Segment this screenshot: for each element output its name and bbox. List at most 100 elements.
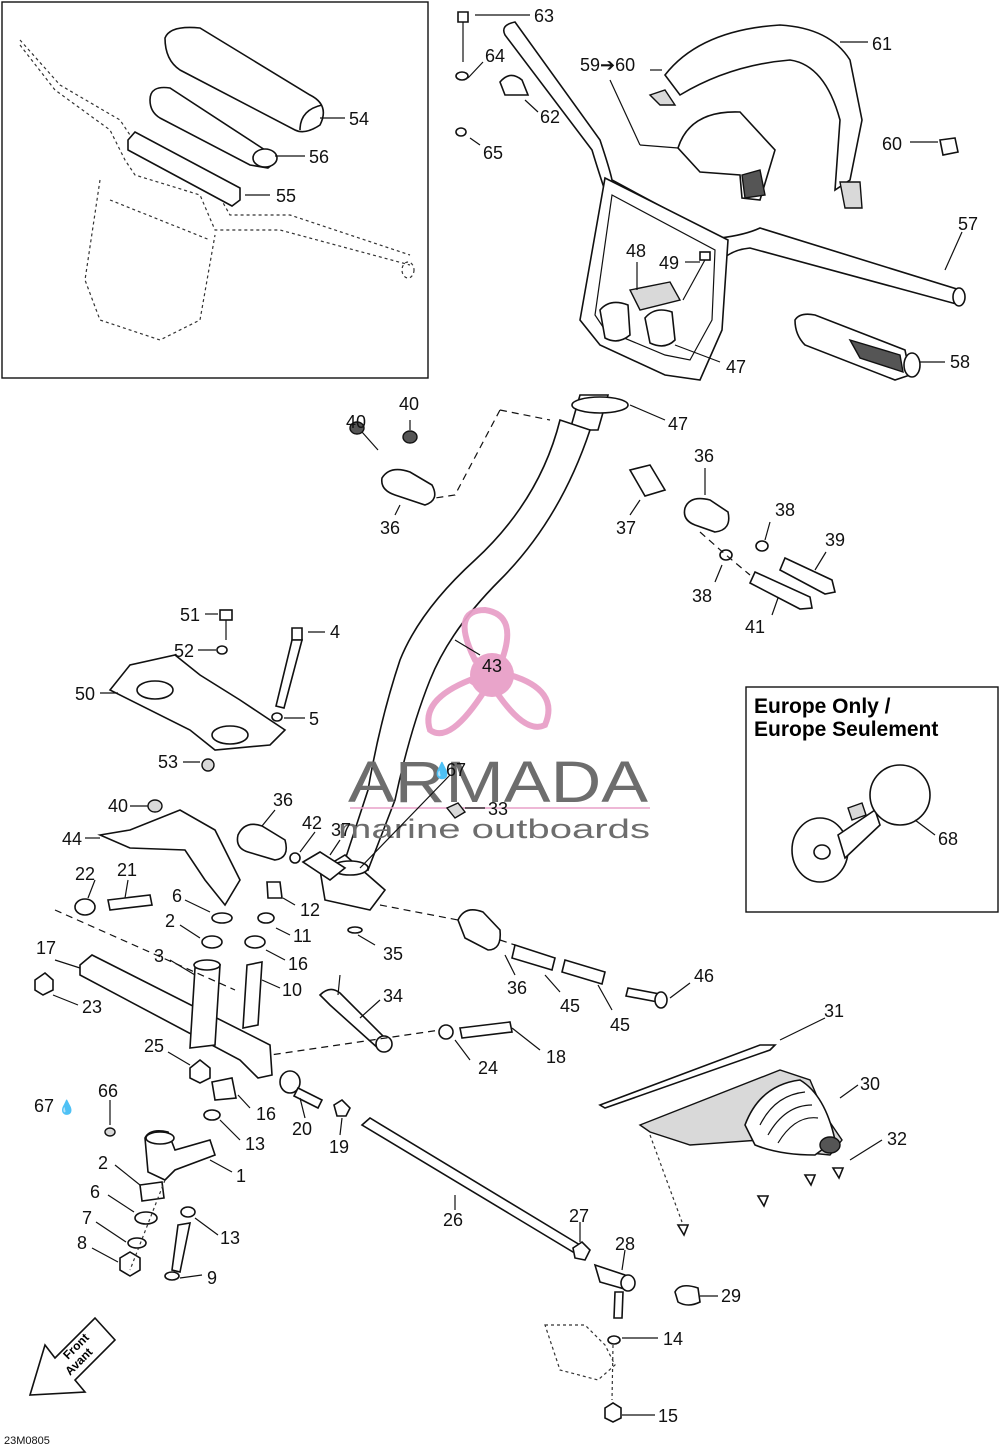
callout-60: 60	[882, 134, 902, 154]
callout-2-a: 2	[165, 911, 175, 931]
armada-watermark: ARMADA marine outboards 43	[338, 606, 650, 844]
europe-only-inset: Europe Only / Europe Seulement 68	[745, 686, 999, 913]
callout-8: 8	[77, 1233, 87, 1253]
callout-67-a: 67	[446, 760, 466, 780]
callout-25: 25	[144, 1036, 164, 1056]
callout-41: 41	[745, 617, 765, 637]
callout-53: 53	[158, 752, 178, 772]
callout-37-a: 37	[616, 518, 636, 538]
callout-37-b: 37	[331, 820, 351, 840]
handlebar-assembly: 63 64 62 65 59➔60 61 60 57 58 48 49 47 4…	[319, 6, 978, 911]
callout-58: 58	[950, 352, 970, 372]
horn-part-68: 68	[791, 764, 958, 883]
callout-26: 26	[443, 1210, 463, 1230]
callout-48: 48	[626, 241, 646, 261]
callout-56: 56	[309, 147, 329, 167]
oil-drop-icon: 💧	[432, 761, 452, 780]
callout-68: 68	[938, 829, 958, 849]
steering-arm-group: 22 21 6 2 3 12 11 16 10 17 23 25 16 13 💧…	[34, 860, 320, 1288]
callout-44: 44	[62, 829, 82, 849]
callout-40-a: 40	[346, 412, 366, 432]
callout-49: 49	[659, 253, 679, 273]
boot-group: 31 30 32	[598, 1001, 907, 1237]
callout-20: 20	[292, 1119, 312, 1139]
callout-29: 29	[721, 1286, 741, 1306]
pad-option-inset: 54 56 55	[1, 1, 429, 379]
callout-30: 30	[860, 1074, 880, 1094]
callout-64: 64	[485, 46, 505, 66]
callout-54: 54	[349, 109, 369, 129]
callout-42: 42	[302, 813, 322, 833]
callout-52: 52	[174, 641, 194, 661]
callout-2-b: 2	[98, 1153, 108, 1173]
callout-12: 12	[300, 900, 320, 920]
callout-50: 50	[75, 684, 95, 704]
callout-36-c: 36	[273, 790, 293, 810]
callout-66: 66	[98, 1081, 118, 1101]
callout-40-c: 40	[108, 796, 128, 816]
callout-45-b: 45	[610, 1015, 630, 1035]
watermark-brand: ARMADA	[348, 750, 648, 815]
callout-65: 65	[483, 143, 503, 163]
callout-31: 31	[824, 1001, 844, 1021]
callout-18: 18	[546, 1047, 566, 1067]
callout-46: 46	[694, 966, 714, 986]
callout-1: 1	[236, 1166, 246, 1186]
callout-10: 10	[282, 980, 302, 1000]
callout-45-a: 45	[560, 996, 580, 1016]
callout-36-b: 36	[694, 446, 714, 466]
callout-9: 9	[207, 1268, 217, 1288]
callout-38-a: 38	[775, 500, 795, 520]
callout-67-b: 67	[34, 1096, 54, 1116]
callout-59-to-60: 59➔60	[580, 55, 635, 75]
callout-23: 23	[82, 997, 102, 1017]
callout-3: 3	[154, 946, 164, 966]
callout-51: 51	[180, 605, 200, 625]
callout-6-a: 6	[172, 886, 182, 906]
callout-38-b: 38	[692, 586, 712, 606]
callout-47-upper: 47	[726, 357, 746, 377]
callout-5: 5	[309, 709, 319, 729]
propeller-logo	[425, 606, 552, 737]
callout-19: 19	[329, 1137, 349, 1157]
reference-code: 23M0805	[4, 1435, 50, 1447]
callout-32: 32	[887, 1129, 907, 1149]
callout-15: 15	[658, 1406, 678, 1426]
front-direction-arrow: Front Avant	[28, 1316, 117, 1396]
tie-rod-group: 20 19 26 27 28 29 14 15	[279, 1070, 741, 1426]
bracket-50-group: 51 52 50 53 4 5	[75, 605, 340, 772]
callout-4: 4	[330, 622, 340, 642]
callout-14: 14	[663, 1329, 683, 1349]
callout-16-b: 16	[256, 1104, 276, 1124]
callout-61: 61	[872, 34, 892, 54]
callout-13-b: 13	[220, 1228, 240, 1248]
upper-clamp-parts: 40 40 36 37 36 38 38 39 41	[346, 394, 845, 637]
callout-55: 55	[276, 186, 296, 206]
inset-title-line2: Europe Seulement	[754, 718, 938, 741]
callout-21: 21	[117, 860, 137, 880]
inset-title-line1: Europe Only /	[754, 695, 891, 718]
steering-link-group: 40 44 36 42 37 💧 67 33 35 36 45 45 46 34…	[62, 760, 714, 1078]
callout-33: 33	[488, 799, 508, 819]
callout-11: 11	[293, 926, 312, 946]
callout-36-d: 36	[507, 978, 527, 998]
callout-43: 43	[482, 656, 502, 676]
callout-57: 57	[958, 214, 978, 234]
callout-17: 17	[36, 938, 56, 958]
callout-39: 39	[825, 530, 845, 550]
callout-34: 34	[383, 986, 403, 1006]
callout-24: 24	[478, 1058, 498, 1078]
watermark-tagline: marine outboards	[338, 814, 650, 844]
callout-40-b: 40	[399, 394, 419, 414]
callout-27: 27	[569, 1206, 589, 1226]
callout-63: 63	[534, 6, 554, 26]
callout-13-a: 13	[245, 1134, 265, 1154]
callout-35: 35	[383, 944, 403, 964]
callout-36-a: 36	[380, 518, 400, 538]
oil-drop-icon-2: 💧	[58, 1099, 75, 1116]
callout-22: 22	[75, 864, 95, 884]
callout-6-b: 6	[90, 1182, 100, 1202]
callout-47-lower: 47	[668, 414, 688, 434]
callout-16-a: 16	[288, 954, 308, 974]
